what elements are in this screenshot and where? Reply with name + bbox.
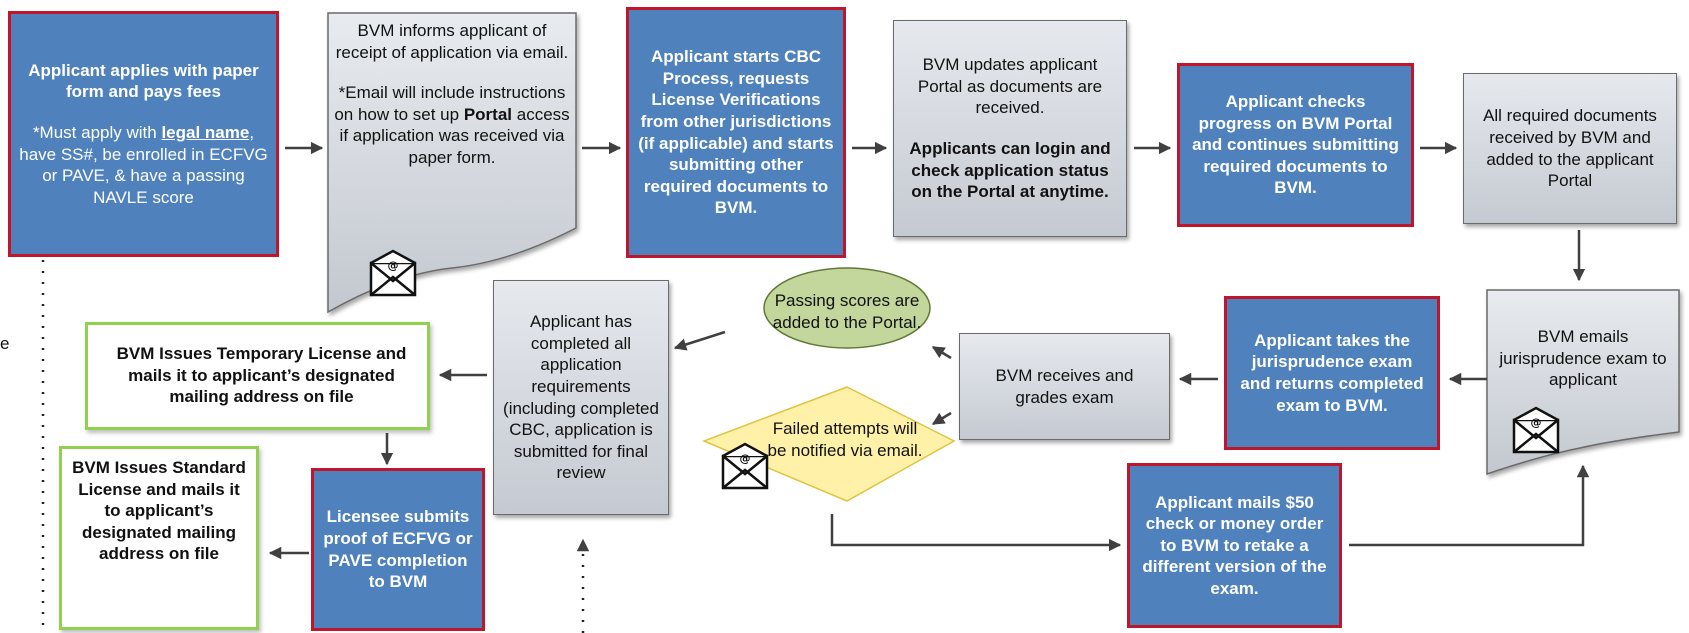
temp-license-text: BVM Issues Temporary License and mails i… xyxy=(116,344,407,407)
edge-stub-text: e xyxy=(0,334,10,353)
receipt-node: BVM informs applicant of receipt of appl… xyxy=(331,20,573,168)
passing-text: Passing scores are added to the Portal. xyxy=(772,291,922,332)
docs-received-text: All required documents received by BVM a… xyxy=(1483,106,1657,191)
email-at-icon: @ xyxy=(369,249,417,297)
check-progress-text: Applicant checks progress on BVM Portal … xyxy=(1192,92,1399,198)
grades-text: BVM receives and grades exam xyxy=(995,365,1134,407)
failed-attempts-diamond xyxy=(701,386,956,502)
receipt-line1: BVM informs applicant of receipt of appl… xyxy=(335,21,569,62)
receipt-document-shape xyxy=(327,12,577,314)
apply-node: Applicant applies with paper form and pa… xyxy=(8,11,279,257)
portal-update-line1: BVM updates applicant Portal as document… xyxy=(917,55,1103,118)
portal-update-node: BVM updates applicant Portal as document… xyxy=(893,20,1127,237)
apply-note-legal-name: legal name xyxy=(161,122,250,142)
passing-scores-oval xyxy=(763,267,931,349)
apply-title: Applicant applies with paper form and pa… xyxy=(28,60,259,102)
receipt-line2-start: *Email will include instructions on how … xyxy=(334,83,566,124)
cbc-node: Applicant starts CBC Process, requests L… xyxy=(626,7,846,258)
completed-text: Applicant has completed all application … xyxy=(503,312,659,483)
proof-node: Licensee submits proof of ECFVG or PAVE … xyxy=(311,468,485,631)
arrow-grades-to-failed xyxy=(931,411,952,426)
emails-exam-text: BVM emails jurisprudence exam to applica… xyxy=(1499,327,1667,390)
receipt-portal-word: Portal xyxy=(463,104,513,124)
apply-note-start: *Must apply with xyxy=(32,122,162,142)
docs-received-node: All required documents received by BVM a… xyxy=(1463,73,1677,224)
check-progress-node: Applicant checks progress on BVM Portal … xyxy=(1177,63,1414,227)
arrow-grades-to-passing xyxy=(931,345,952,360)
failed-text: Failed attempts will be notified via ema… xyxy=(767,419,923,460)
arrow-passing-to-completed xyxy=(673,330,726,351)
takes-exam-node: Applicant takes the jurisprudence exam a… xyxy=(1224,296,1440,450)
email-at-icon: @ xyxy=(721,442,769,490)
svg-text:@: @ xyxy=(740,452,751,465)
svg-text:@: @ xyxy=(1531,416,1542,429)
portal-update-line2: Applicants can login and check applicati… xyxy=(909,139,1111,202)
completed-node: Applicant has completed all application … xyxy=(493,280,669,515)
grades-node: BVM receives and grades exam xyxy=(959,333,1170,440)
svg-text:@: @ xyxy=(388,259,399,272)
receipt-line2: *Email will include instructions on how … xyxy=(331,82,573,168)
failed-node: Failed attempts will be notified via ema… xyxy=(765,418,925,461)
receipt-line2-end: access if application was received via p… xyxy=(339,104,570,167)
retake-text: Applicant mails $50 check or money order… xyxy=(1142,492,1327,598)
retake-node: Applicant mails $50 check or money order… xyxy=(1127,463,1342,628)
arrow-failed-to-retake xyxy=(830,514,1122,552)
email-at-icon: @ xyxy=(1512,406,1560,454)
apply-note: *Must apply with legal name, have SS#, b… xyxy=(17,122,270,208)
arrow-retake-to-emails xyxy=(1349,464,1590,547)
emails-exam-node: BVM emails jurisprudence exam to applica… xyxy=(1490,326,1676,391)
takes-exam-text: Applicant takes the jurisprudence exam a… xyxy=(1240,330,1424,415)
proof-text: Licensee submits proof of ECFVG or PAVE … xyxy=(323,507,473,592)
standard-license-text: BVM Issues Standard License and mails it… xyxy=(72,458,246,564)
cbc-text: Applicant starts CBC Process, requests L… xyxy=(638,47,834,218)
temp-license-node: BVM Issues Temporary License and mails i… xyxy=(85,322,430,430)
passing-node: Passing scores are added to the Portal. xyxy=(770,290,924,333)
standard-license-node: BVM Issues Standard License and mails it… xyxy=(59,446,259,630)
apply-note-end: , have SS#, be enrolled in ECFVG or PAVE… xyxy=(19,122,268,207)
